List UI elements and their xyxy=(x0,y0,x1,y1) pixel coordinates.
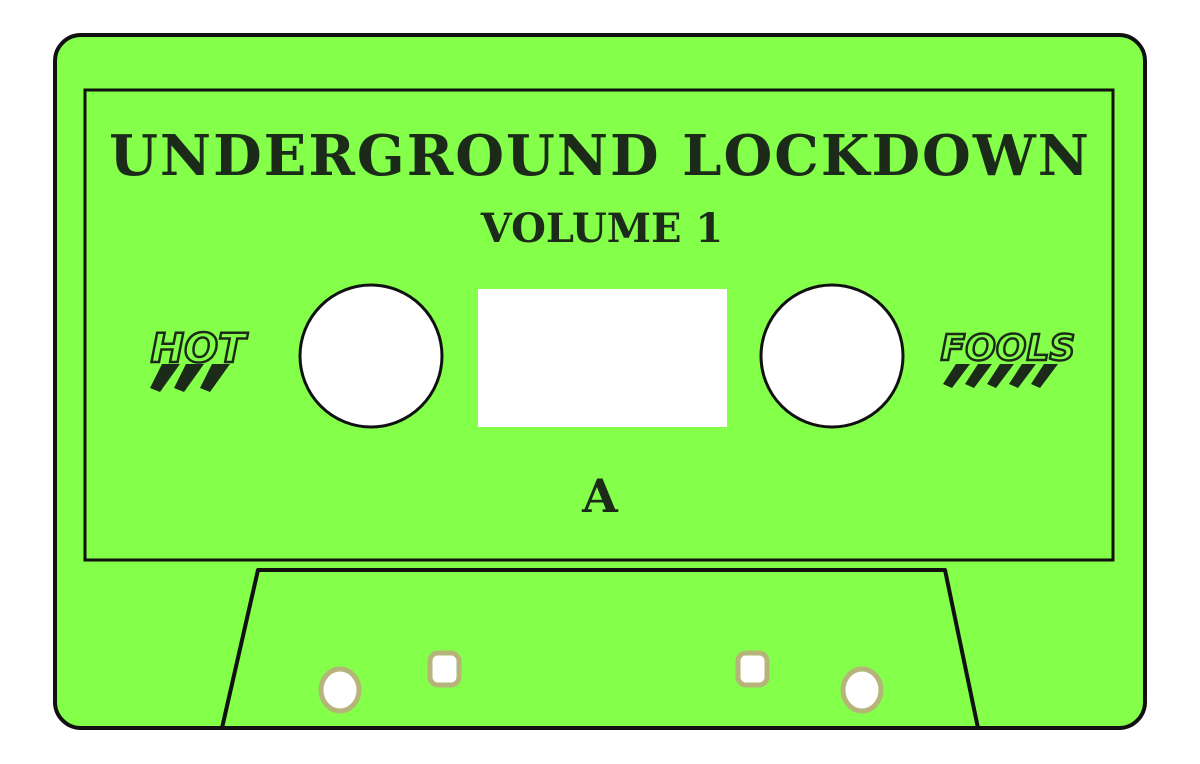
brand-right-drips xyxy=(943,364,1058,388)
guide-hole-left xyxy=(318,666,362,714)
cassette-subtitle: VOLUME 1 xyxy=(480,205,724,252)
brand-left-text: HOT xyxy=(151,326,248,372)
tape-head-area xyxy=(220,568,980,730)
guide-hole-right xyxy=(840,666,884,714)
side-label: A xyxy=(581,469,619,523)
left-reel-hole xyxy=(298,283,444,429)
label-frame xyxy=(83,88,1115,562)
tape-window xyxy=(478,289,727,427)
brand-right-text: FOOLS xyxy=(941,328,1076,369)
brand-left-logo: HOT xyxy=(149,325,249,392)
brand-right-logo: FOOLS xyxy=(939,327,1077,388)
pin-hole-left xyxy=(427,650,462,688)
right-reel-hole xyxy=(759,283,905,429)
pin-hole-right xyxy=(735,650,770,688)
brand-left-drips xyxy=(150,364,230,392)
cassette-title: UNDERGROUND LOCKDOWN xyxy=(109,123,1091,189)
